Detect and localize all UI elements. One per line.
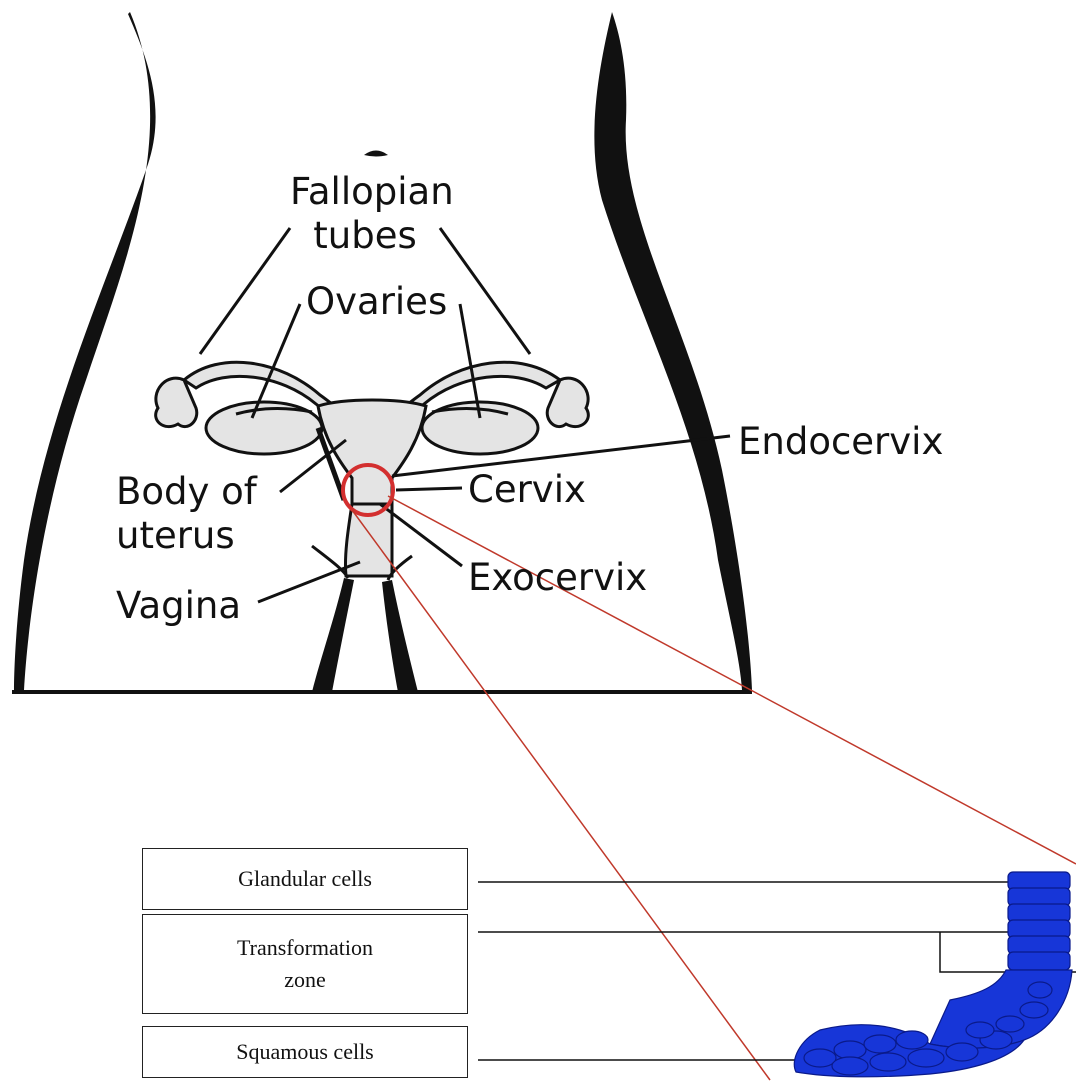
label-ovaries: Ovaries xyxy=(306,280,447,324)
squamous-cell xyxy=(896,1031,928,1049)
transformation-zone-box: Transformation zone xyxy=(142,914,468,1014)
squamous-cell xyxy=(834,1041,866,1059)
glandular-cell xyxy=(1008,888,1070,906)
label-exocervix: Exocervix xyxy=(468,556,647,600)
ovary-left-leader xyxy=(252,304,300,418)
glandular-cell xyxy=(1008,872,1070,890)
squamous-cell xyxy=(804,1049,836,1067)
glandular-cell xyxy=(1008,920,1070,938)
tube-left-leader xyxy=(200,228,290,354)
transformation-cell xyxy=(1028,982,1052,998)
label-fallopian-tubes: Fallopian tubes xyxy=(290,170,440,257)
transformation-cell xyxy=(1020,1002,1048,1018)
navel xyxy=(364,151,388,157)
left-leg-line xyxy=(312,578,354,692)
squamous-cell xyxy=(946,1043,978,1061)
glandular-cells-label: Glandular cells xyxy=(238,863,372,895)
transformation-zone-label: Transformation zone xyxy=(237,932,373,996)
label-body-of-uterus: Body of uterus xyxy=(116,470,257,557)
glandular-cells-box: Glandular cells xyxy=(142,848,468,910)
squamous-cell xyxy=(864,1035,896,1053)
cervix-leader xyxy=(396,488,462,490)
label-cervix: Cervix xyxy=(468,468,586,512)
tube-right-leader xyxy=(440,228,530,354)
label-endocervix: Endocervix xyxy=(738,420,943,464)
squamous-cell xyxy=(832,1057,868,1075)
label-vagina: Vagina xyxy=(116,584,241,628)
squamous-cell xyxy=(908,1049,944,1067)
squamous-cell xyxy=(870,1053,906,1071)
epithelium-cells xyxy=(794,872,1072,1077)
transformation-cell xyxy=(996,1016,1024,1032)
right-leg-line xyxy=(382,580,418,692)
transformation-bracket xyxy=(940,932,1010,972)
glandular-cell xyxy=(1008,952,1070,970)
glandular-cell xyxy=(1008,936,1070,954)
squamous-cells-label: Squamous cells xyxy=(236,1036,374,1068)
transformation-cell xyxy=(966,1022,994,1038)
squamous-cells-box: Squamous cells xyxy=(142,1026,468,1078)
glandular-cell xyxy=(1008,904,1070,922)
